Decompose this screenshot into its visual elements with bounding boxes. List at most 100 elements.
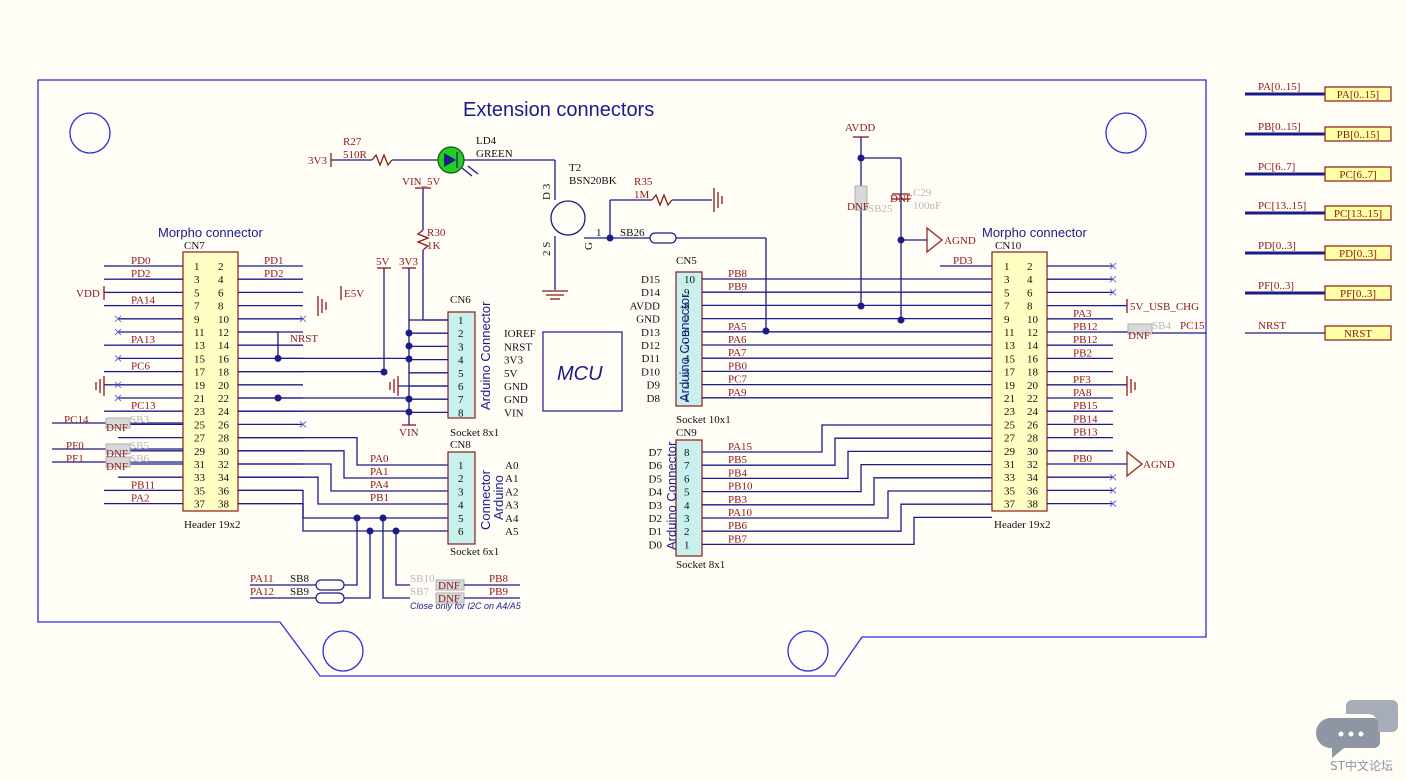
- cn5-pin-4: 4: [684, 353, 690, 365]
- cn10-net-right: PA3: [1073, 308, 1092, 320]
- port-flag-label: PC[6..7]: [1339, 169, 1376, 181]
- cn5-net-6: PA7: [728, 347, 747, 359]
- r35-value: 1M: [634, 189, 650, 201]
- cn7-net-left: PB11: [131, 479, 155, 491]
- cn10-pin-11: 11: [1004, 327, 1015, 339]
- cn6-5v-label: 5V: [376, 256, 390, 268]
- r27-value: 510R: [343, 149, 368, 161]
- cn5-label-6: D11: [641, 353, 660, 365]
- cn10-pin-33: 33: [1004, 472, 1016, 484]
- cn10-pin-16: 16: [1027, 353, 1039, 365]
- port-wire-label: PF[0..3]: [1258, 280, 1294, 292]
- r35-ref: R35: [634, 176, 653, 188]
- cn6-pin-6: 6: [458, 381, 464, 393]
- cn10-pin-23: 23: [1004, 406, 1016, 418]
- cn10-net-right: PB0: [1073, 453, 1092, 465]
- cn5-pin-6: 6: [684, 327, 690, 339]
- cn6-title: Arduino Connector: [478, 301, 493, 410]
- sb3-dnf: DNF: [106, 422, 128, 434]
- pb8-bottom-label: PB8: [489, 573, 508, 585]
- cn7-pin-31: 31: [194, 459, 205, 471]
- cn7-pin-27: 27: [194, 433, 206, 445]
- ground-symbol-r35: [713, 188, 723, 212]
- cn5-label-9: D8: [647, 393, 661, 405]
- sb5-dnf: DNF: [106, 448, 128, 460]
- sb25-bridge: [854, 185, 868, 211]
- cn5-net-9: PA9: [728, 387, 747, 399]
- ground-symbol-cn7-right: [317, 296, 327, 316]
- sb6-label: SB6: [130, 453, 149, 465]
- cn8-pin-4: 4: [458, 500, 464, 512]
- cn8-net-0: PA0: [370, 453, 389, 465]
- sb8-label: SB8: [290, 573, 309, 585]
- cn7-pin-24: 24: [218, 406, 230, 418]
- sb5-label: SB5: [130, 440, 149, 452]
- vin5v-label: VIN_5V: [402, 176, 441, 188]
- cn5-pin-9: 9: [684, 287, 690, 299]
- cn9-net-4: PB3: [728, 494, 747, 506]
- cn10-pin-26: 26: [1027, 419, 1039, 431]
- sb10-dnf: DNF: [438, 580, 460, 592]
- cn7-net-left: PA2: [131, 493, 150, 505]
- cn7-footer: Header 19x2: [184, 519, 241, 531]
- sb8-bridge: [315, 579, 345, 591]
- mcu-block: [542, 331, 623, 412]
- cn9-net-6: PB6: [728, 520, 747, 532]
- r30-value: 1K: [427, 240, 441, 252]
- cn9-ref: CN9: [676, 427, 697, 439]
- cn10-ref: CN10: [995, 240, 1022, 252]
- cn6-footer: Socket 8x1: [450, 427, 499, 439]
- cn7-pin-34: 34: [218, 472, 230, 484]
- cn7-pin-17: 17: [194, 367, 206, 379]
- cn10-pin-2: 2: [1027, 261, 1033, 273]
- cn6-pin-8: 8: [458, 407, 464, 419]
- cn10-pin-3: 3: [1004, 274, 1010, 286]
- port-flag: [1324, 325, 1392, 341]
- cn7-pin-6: 6: [218, 287, 224, 299]
- cn7-pin-12: 12: [218, 327, 229, 339]
- cn8-ref: CN8: [450, 439, 471, 451]
- cn7-pin-4: 4: [218, 274, 224, 286]
- cn5-label-8: D9: [647, 380, 661, 392]
- cn8-label-2: A2: [505, 486, 518, 498]
- cn7-body: [182, 251, 239, 512]
- cn5-pin-3: 3: [684, 366, 690, 378]
- cn9-pin-3: 3: [684, 513, 690, 525]
- cn8-net-2: PA4: [370, 479, 389, 491]
- cn5-label-5: D12: [641, 340, 660, 352]
- cn9-label-2: D5: [649, 473, 663, 485]
- cn7-pin-19: 19: [194, 380, 206, 392]
- cn10-pin-27: 27: [1004, 433, 1016, 445]
- c29-dnf: DNF: [890, 193, 912, 205]
- port-flag-label: NRST: [1344, 328, 1372, 340]
- cn9-pin-4: 4: [684, 500, 690, 512]
- cn9-label-3: D4: [649, 487, 663, 499]
- pf0-label: PF0: [66, 440, 84, 452]
- junction-dot: [274, 394, 282, 402]
- cn6-pin-4: 4: [458, 355, 464, 367]
- usb-chg-label: 5V_USB_CHG: [1130, 301, 1199, 313]
- sb4-bridge: [1127, 323, 1153, 335]
- cn7-net-left: PC6: [131, 361, 150, 373]
- cn6-pin-7: 7: [458, 394, 464, 406]
- cn7-pin-14: 14: [218, 340, 230, 352]
- cn7-pin-10: 10: [218, 314, 230, 326]
- sb4-dnf: DNF: [1128, 330, 1150, 342]
- chat-bubble-icon: [1315, 718, 1380, 758]
- e5v-label: E5V: [344, 288, 364, 300]
- sb6-dnf: DNF: [106, 461, 128, 473]
- cn7-pin-18: 18: [218, 367, 230, 379]
- cn10-section-title: Morpho connector: [982, 225, 1087, 240]
- cn7-pin-16: 16: [218, 353, 230, 365]
- junction-dot: [274, 354, 282, 362]
- cn9-label-0: D7: [649, 447, 663, 459]
- agnd-top-symbol: [926, 226, 943, 254]
- cn7-net-right: PD2: [264, 268, 284, 280]
- port-wire-label: PC[6..7]: [1258, 161, 1295, 173]
- cn5-label-3: GND: [636, 314, 660, 326]
- sb7-label: SB7: [410, 586, 429, 598]
- sb26-bridge: [649, 232, 677, 244]
